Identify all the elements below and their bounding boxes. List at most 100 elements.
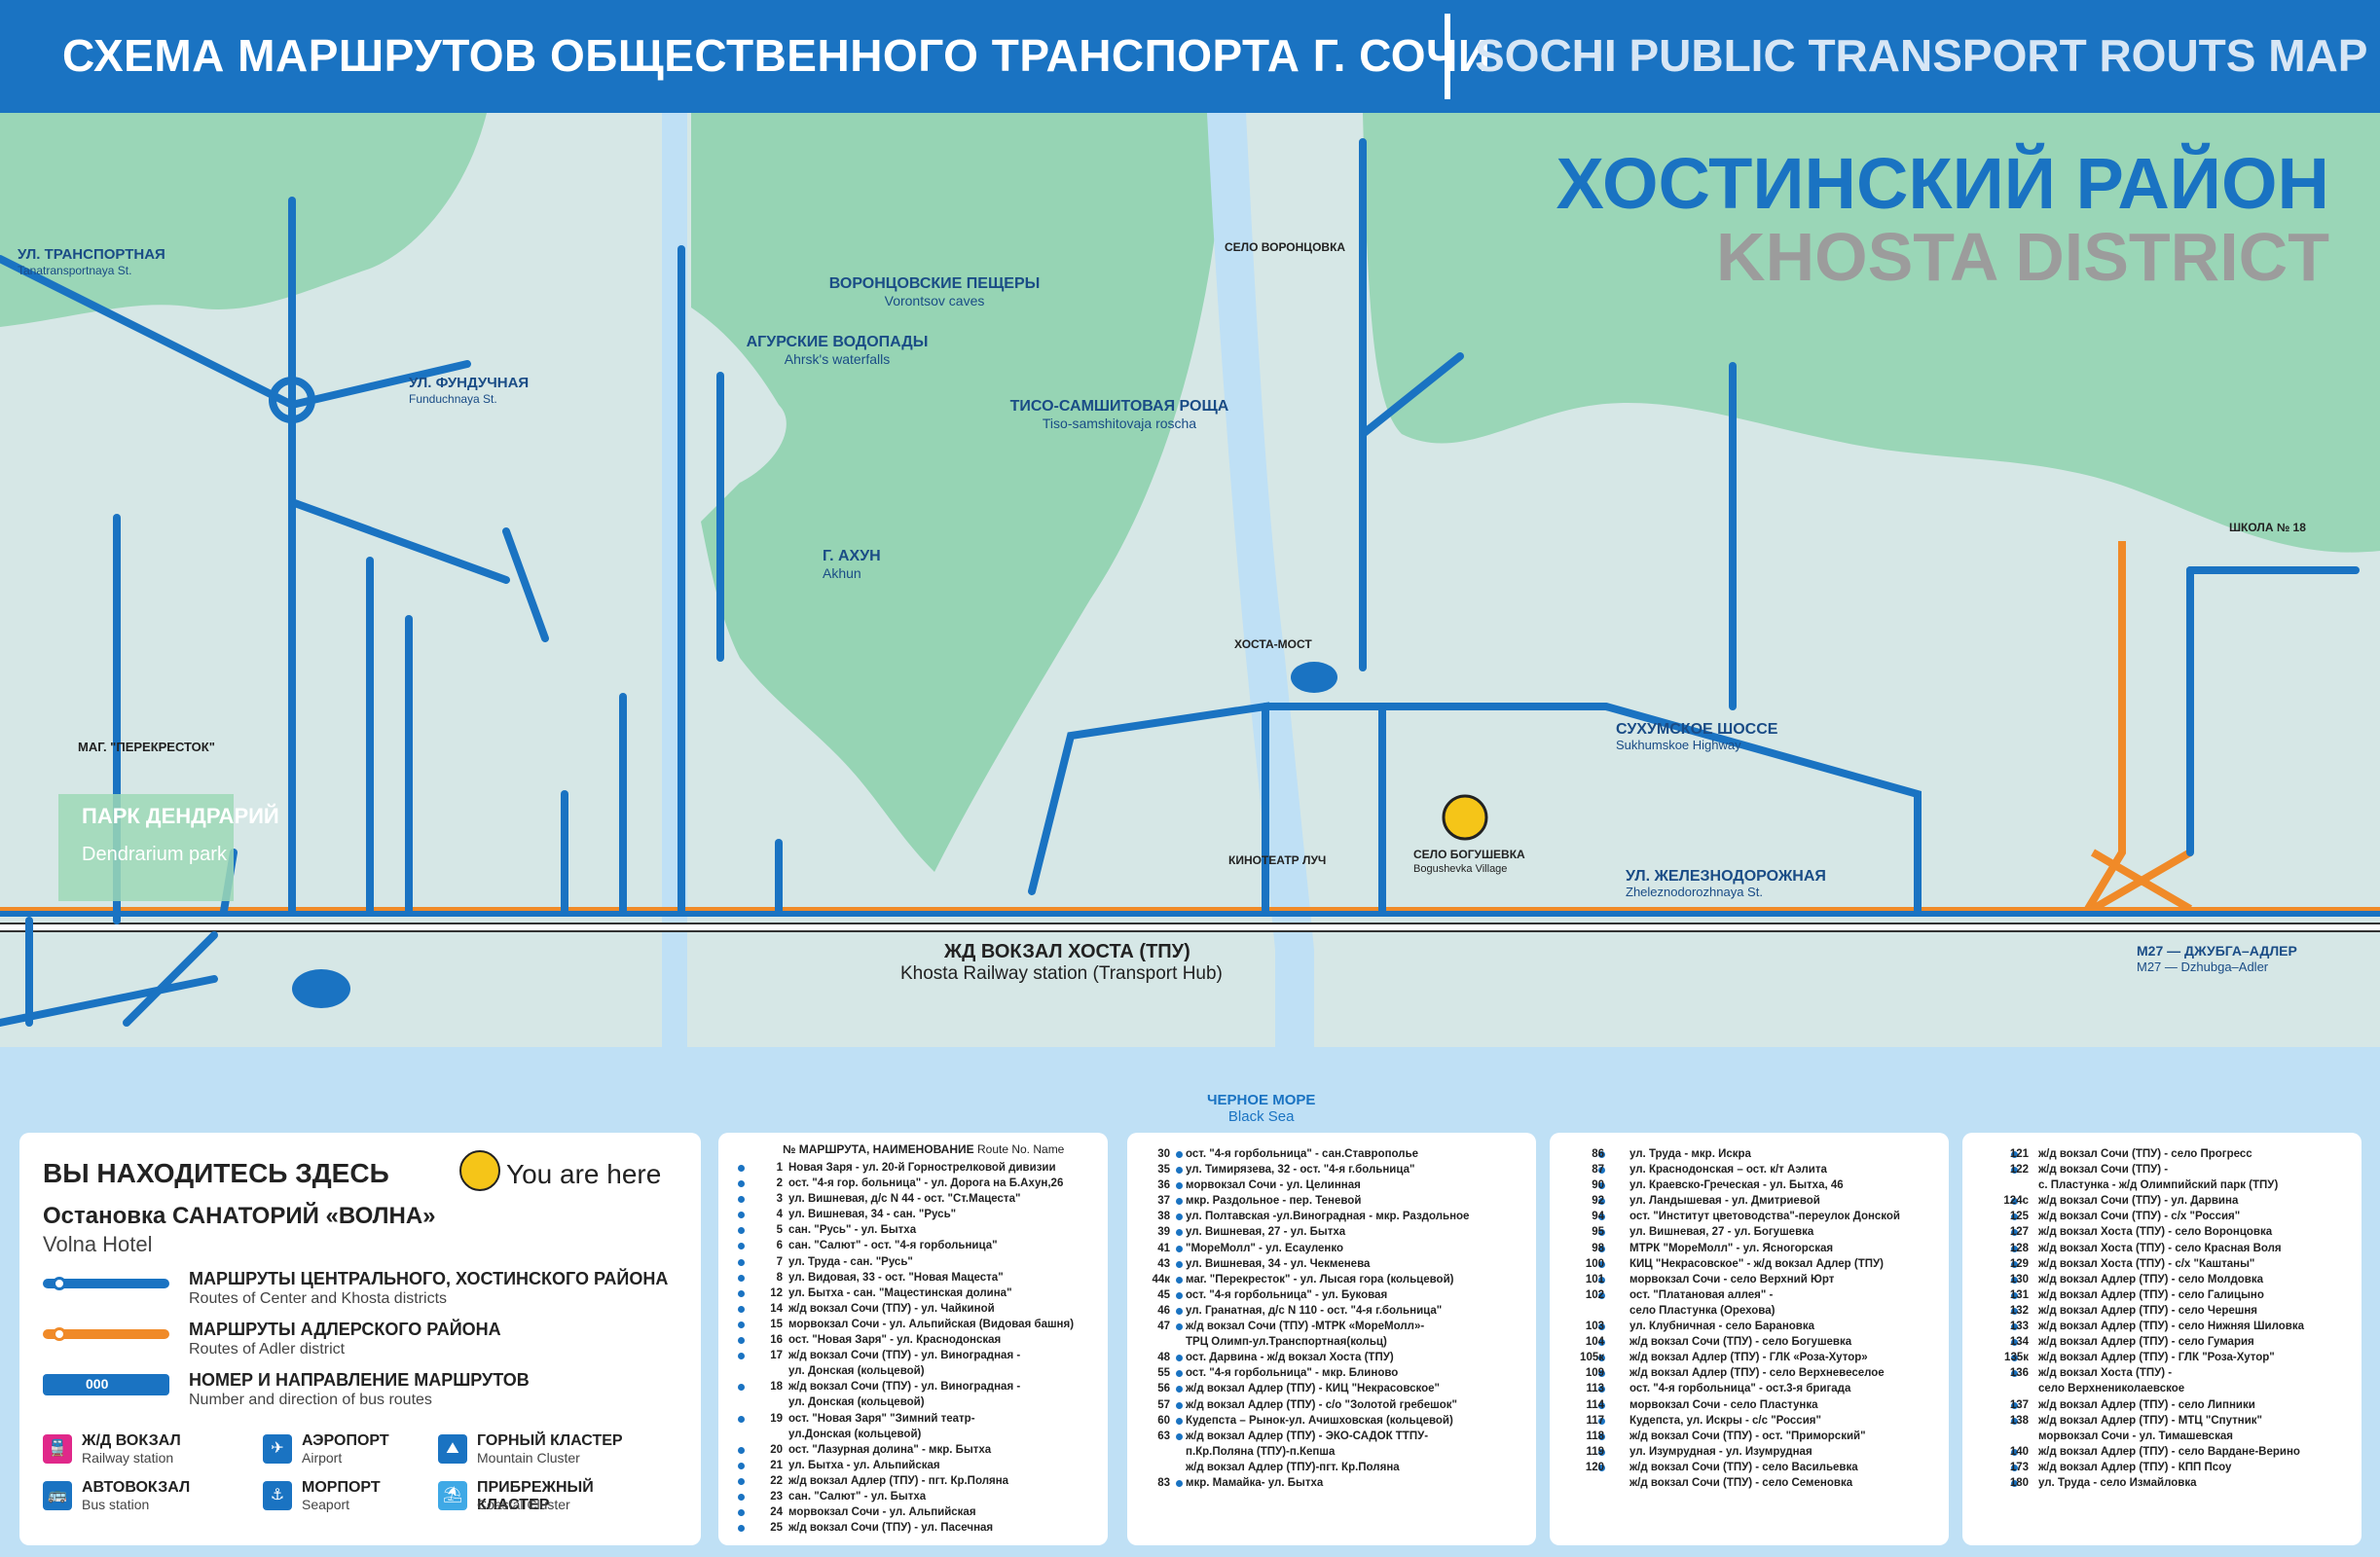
dendrarium-park-area [58,794,234,901]
bus-icon: 🚌 [43,1481,72,1510]
stop-volna-en: Bogushevka Village [1413,863,1507,875]
route-name: ж/д вокзал Адлер (ТПУ) - пгт. Кр.Поляна [788,1474,1009,1487]
route-row: ж/д вокзал Сочи (ТПУ) - село Семеновка [1550,1475,1949,1491]
legend-icon-seaport: ⚓ МОРПОРТ Seaport [263,1479,458,1518]
route-name: морвокзал Сочи - село Пластунка [1629,1398,1818,1411]
route-adler-orange [2084,541,2126,912]
route-name: мкр. Раздольное - пер. Теневой [1186,1195,1362,1208]
route-name: ул. Видовая, 33 - ост. "Новая Мацеста" [788,1271,1004,1284]
street-funduchnaya-en: Funduchnaya St. [409,392,497,406]
route-dot [1598,1448,1605,1456]
route-dot [738,1212,745,1219]
route-name: ост. "Лазурная долина" - мкр. Бытха [788,1443,992,1456]
route-number: 19 [770,1412,783,1425]
legend-icon-seaport-sub: Seaport [302,1497,350,1512]
route-name: ул.Донская (кольцевой) [788,1428,922,1440]
route-dot [1598,1355,1605,1362]
route-dot [1598,1198,1605,1206]
route-name: ул. Труда - сан. "Русь" [788,1255,913,1268]
route-number: 137 [2009,1398,2029,1411]
route-number: 47 [1157,1321,1170,1333]
route-name: Новая Заря - ул. 20-й Горнострелковой ди… [788,1162,1056,1174]
route-dot [1176,1198,1183,1206]
route-name: ж/д вокзал Сочи (ТПУ) - ул. Пасечная [788,1522,994,1535]
route-number: 7 [776,1255,783,1268]
route-dot [738,1305,745,1313]
mountain-icon: ⛰ [438,1434,467,1464]
route-dot [1598,1464,1605,1471]
route-name: МТРК "МореМолл" - ул. Ясногорская [1629,1242,1834,1254]
route-name: ул. Бытха - сан. "Мацестинская долина" [788,1286,1012,1299]
route-number: 8 [776,1271,783,1284]
route-name: сан. "Салют" - ул. Бытха [788,1490,927,1503]
route-dot [738,1196,745,1204]
route-dot [738,1509,745,1517]
route-name: ул. Изумрудная - ул. Изумрудная [1629,1445,1812,1458]
sea-label-en: Black Sea [1227,1108,1295,1125]
stop-perekrestok: МАГ. "ПЕРЕКРЕСТОК" [78,740,215,754]
route-dot [2011,1151,2018,1158]
legend-icon-coastal-label: ПРИБРЕЖНЫЙ КЛАСТЕР [477,1479,594,1513]
street-funduchnaya: УЛ. ФУНДУЧНАЯ [409,375,529,391]
route-dot [1598,1339,1605,1347]
route-name: морвокзал Сочи - ул. Альпийская [788,1506,976,1519]
route-dot [2011,1417,2018,1425]
route-number: 87 [1592,1164,1604,1177]
route-dot [1176,1291,1183,1299]
route-name: ТРЦ Олимп-ул.Транспортная(кольц) [1186,1336,1387,1349]
map-canvas: ВОРОНЦОВСКИЕ ПЕЩЕРЫ Vorontsov caves АГУР… [0,113,2380,1086]
route-name: ж/д вокзал Адлер (ТПУ) - село Вардане-Ве… [2038,1445,2300,1458]
route-dot [1176,1432,1183,1440]
stop-dendrarium-en: Dendrarium park [82,844,228,865]
route-dot [1598,1386,1605,1394]
header-bar: СХЕМА МАРШРУТОВ ОБЩЕСТВЕННОГО ТРАНСПОРТА… [0,0,2380,113]
header-title-en: SOCHI PUBLIC TRANSPORT ROUTS MAP [1475,30,2368,81]
route-number: 46 [1157,1304,1170,1317]
route-number: 44к [1152,1273,1170,1285]
route-number: 120 [1585,1461,1604,1473]
route-dot [2011,1229,2018,1237]
route-number: 125 [2009,1211,2029,1223]
route-dot [2011,1291,2018,1299]
route-number: 135к [2004,1352,2029,1364]
route-number: 90 [1592,1179,1604,1192]
current-stop-title-en: Volna Hotel [43,1232,153,1256]
route-name: "МореМолл" - ул. Есауленко [1186,1242,1343,1254]
legend-icon-busstation: 🚌 АВТОВОКЗАЛ Bus station [43,1479,238,1518]
route-name: ул. Краснодонская – ост. к/т Аэлита [1629,1164,1827,1177]
railway-stripes [0,924,2380,930]
route-row: 7 ул. Труда - сан. "Русь" [718,1254,1108,1270]
route-name: ул. Гранатная, д/с N 110 - ост. "4-я г.б… [1186,1304,1443,1317]
route-dot [2011,1245,2018,1252]
route-number: 18 [770,1381,783,1394]
route-row: с. Пластунка - ж/д Олимпийский парк (ТПУ… [1962,1177,2362,1193]
route-dot [1176,1401,1183,1409]
current-stop-title: Остановка САНАТОРИЙ «ВОЛНА» [43,1203,436,1229]
route-name: ж/д вокзал Сочи (ТПУ) - ул. Виноградная … [788,1381,1021,1394]
sea-strip [0,1047,2380,1086]
route-name: ж/д вокзал Хоста (ТПУ) - село Воронцовка [2038,1226,2273,1239]
route-number: 83 [1157,1476,1170,1489]
street-sukhumskoe-en: Sukhumskoe Highway [1616,738,1741,752]
route-name: ж/д вокзал Адлер (ТПУ) - ГЛК "Роза-Хутор… [2038,1352,2275,1364]
route-number: 36 [1157,1179,1170,1192]
you-are-here-panel: ВЫ НАХОДИТЕСЬ ЗДЕСЬ You are here Останов… [19,1133,701,1545]
route-dot [2011,1213,2018,1221]
route-name: с. Пластунка - ж/д Олимпийский парк (ТПУ… [2038,1179,2279,1192]
